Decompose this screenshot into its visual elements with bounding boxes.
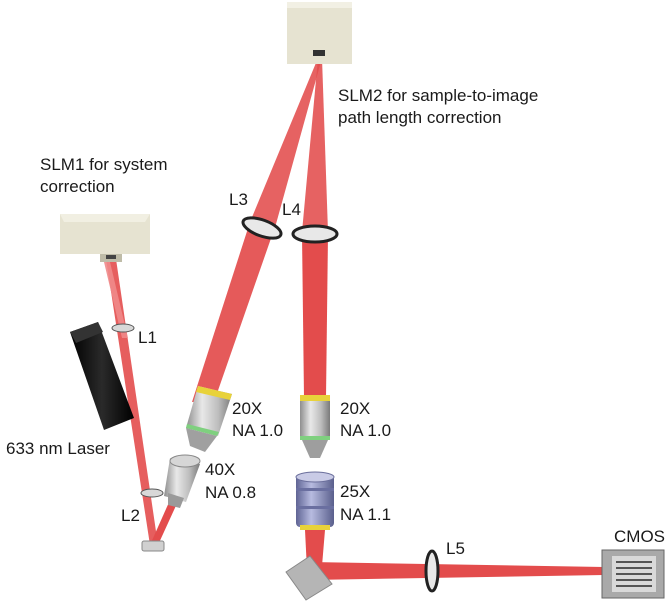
label-l3: L3: [229, 190, 248, 209]
beam-slm2-to-l4: [302, 58, 328, 232]
beam-l4-to-obj20: [302, 234, 328, 398]
label-slm2-line2: path length correction: [338, 108, 502, 127]
slm2-device: [287, 2, 352, 64]
label-obj-25x-mag: 25X: [340, 482, 370, 501]
mirror-right: [285, 555, 333, 601]
label-cmos: CMOS: [614, 527, 665, 546]
objective-40x: [164, 454, 201, 508]
label-slm2-line1: SLM2 for sample-to-image: [338, 86, 538, 105]
laser-beams: [104, 58, 604, 590]
beam-mirror-to-cmos: [310, 562, 604, 580]
beam-obj20-to-l3: [192, 222, 276, 402]
laser-body: [70, 322, 134, 430]
label-obj-25x-na: NA 1.1: [340, 505, 391, 524]
label-obj-40x-na: NA 0.8: [205, 483, 256, 502]
slm1-device: [60, 214, 150, 262]
lens-l4: [291, 224, 339, 244]
beam-laser-to-slm1: [104, 262, 128, 338]
label-slm1-line2: correction: [40, 177, 115, 196]
objective-left-20x: [186, 386, 232, 452]
label-obj-40x-mag: 40X: [205, 460, 235, 479]
lens-l1: [111, 323, 135, 333]
label-l5: L5: [446, 539, 465, 558]
lens-l2: [140, 488, 164, 498]
diagram-labels: SLM1 for system correction SLM2 for samp…: [6, 86, 665, 558]
objective-right-20x: [300, 395, 330, 458]
label-l4: L4: [282, 200, 301, 219]
label-obj-left-20x-mag: 20X: [232, 399, 262, 418]
label-l1: L1: [138, 328, 157, 347]
cmos-camera: [601, 549, 665, 599]
beam-l3-to-slm2: [250, 58, 322, 224]
mirror-left: [141, 540, 165, 552]
label-obj-right-20x-na: NA 1.0: [340, 421, 391, 440]
label-obj-left-20x-na: NA 1.0: [232, 421, 283, 440]
lens-l5: [424, 549, 440, 593]
lens-l3: [241, 216, 283, 240]
label-obj-right-20x-mag: 20X: [340, 399, 370, 418]
label-slm1-line1: SLM1 for system: [40, 155, 168, 174]
label-l2: L2: [121, 506, 140, 525]
label-laser: 633 nm Laser: [6, 439, 110, 458]
objective-25x: [295, 471, 335, 530]
